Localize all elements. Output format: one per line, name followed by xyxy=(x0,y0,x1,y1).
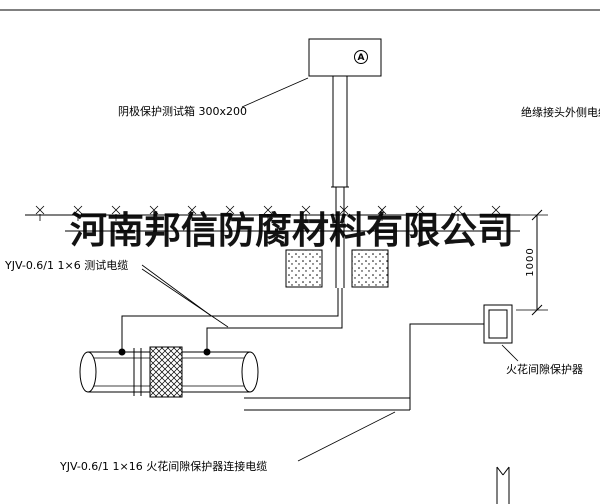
test-box-leader-line xyxy=(241,77,309,108)
test-box-label: 阴极保护测试箱 300x200 xyxy=(118,104,247,118)
spark-gap-protector xyxy=(483,304,513,344)
cable-weld-point-2 xyxy=(203,348,211,356)
test-cable-wire-1 xyxy=(121,288,339,352)
watermark: 河南邦信防腐材料有限公司 xyxy=(65,208,520,252)
dimension-text: 1000 xyxy=(525,247,536,276)
pipeline xyxy=(79,346,259,398)
cable-weld-point-1 xyxy=(118,348,126,356)
insulated-joint-cable-label: 绝缘接头外侧电缆 xyxy=(521,105,600,119)
pipe-end-left xyxy=(79,351,97,393)
concrete-block-left xyxy=(285,249,323,288)
meter-circle-icon xyxy=(354,50,368,64)
test-cable-label: YJV-0.6/1 1×6 测试电缆 xyxy=(4,259,128,272)
pipe-marker-symbol xyxy=(496,466,510,504)
spark-gap-leader-line xyxy=(501,344,519,362)
test-cable-leader-2 xyxy=(141,268,229,328)
spark-gap-label: 火花间隙保护器 xyxy=(506,362,583,376)
meter-symbol: A xyxy=(358,53,365,63)
dimension-1000: 1000 xyxy=(516,209,548,316)
conduit-riser xyxy=(331,76,349,288)
spark-gap-wire-1 xyxy=(244,323,484,399)
pipe-end-right xyxy=(241,351,259,393)
spark-gap-cable-label: YJV-0.6/1 1×16 火花间隙保护器连接电缆 xyxy=(59,459,267,473)
test-cable-wire-2 xyxy=(206,288,343,352)
spark-gap-cable-leader xyxy=(297,411,396,462)
watermark-text: 河南邦信防腐材料有限公司 xyxy=(70,208,514,252)
test-box: A xyxy=(308,38,382,77)
concrete-block-right xyxy=(351,249,389,288)
insulating-joint-hatch xyxy=(149,346,183,398)
test-cable-leader-1 xyxy=(141,264,211,316)
test-box-outline xyxy=(308,38,382,77)
